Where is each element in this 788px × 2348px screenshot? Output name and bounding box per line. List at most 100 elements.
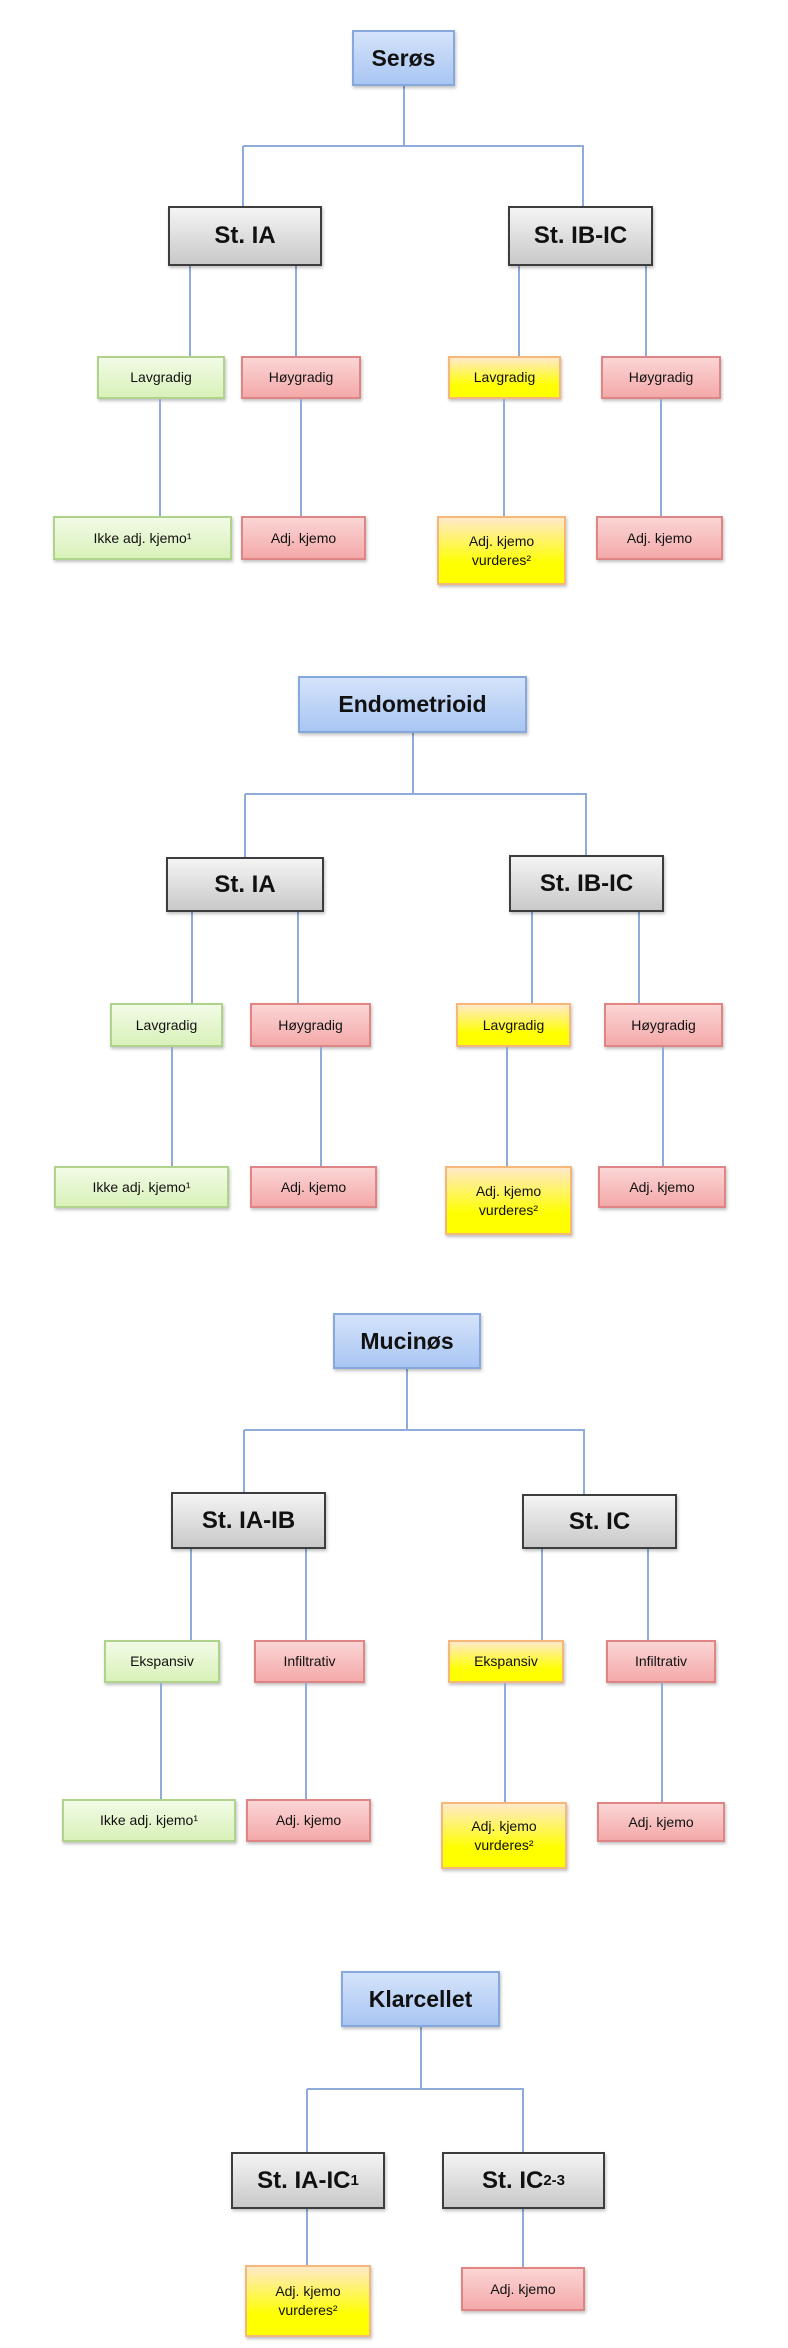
outcome-box: Adj. kjemo vurderes² xyxy=(441,1802,567,1869)
connector-line xyxy=(506,1047,508,1166)
grade-label: Høygradig xyxy=(268,369,334,385)
category-box: Mucinøs xyxy=(333,1313,481,1369)
connector-line xyxy=(583,1430,585,1494)
connector-line xyxy=(189,266,191,356)
outcome-label: Ikke adj. kjemo¹ xyxy=(99,1812,199,1828)
connector-line xyxy=(420,2027,422,2089)
grade-label: Lavgradig xyxy=(135,1016,198,1033)
category-box: Endometrioid xyxy=(298,676,527,733)
connector-line xyxy=(245,793,587,795)
outcome-label: Adj. kjemo xyxy=(490,2280,556,2297)
grade-label: Høygradig xyxy=(631,1016,696,1033)
stage-label: St. IA-IC xyxy=(257,2166,351,2194)
grade-box: Lavgradig xyxy=(448,356,561,399)
connector-line xyxy=(662,1047,664,1166)
grade-label: Høygradig xyxy=(628,369,694,385)
outcome-label: Adj. kjemo xyxy=(629,1178,695,1195)
connector-line xyxy=(300,399,302,516)
outcome-box: Adj. kjemo vurderes² xyxy=(445,1166,572,1235)
stage-subscript: 1 xyxy=(350,2172,359,2189)
connector-line xyxy=(320,1047,322,1166)
connector-line xyxy=(160,1683,162,1799)
connector-line xyxy=(406,1369,408,1430)
connector-line xyxy=(244,1429,585,1431)
grade-box: Høygradig xyxy=(601,356,721,399)
connector-line xyxy=(638,912,640,1003)
connector-line xyxy=(647,1549,649,1640)
outcome-box: Adj. kjemo xyxy=(596,516,723,560)
connector-line xyxy=(244,794,246,857)
stage-label: St. IB-IC xyxy=(533,222,628,249)
connector-line xyxy=(585,794,587,855)
stage-label: St. IA xyxy=(214,870,276,898)
grade-box: Høygradig xyxy=(604,1003,723,1047)
connector-line xyxy=(305,1549,307,1640)
category-title: Klarcellet xyxy=(368,1985,473,2012)
outcome-label: Ikke adj. kjemo¹ xyxy=(93,529,192,546)
stage-box: St. IB-IC xyxy=(508,206,653,266)
connector-line xyxy=(645,266,647,356)
outcome-label: Adj. kjemo vurderes² xyxy=(468,532,535,568)
connector-line xyxy=(403,86,405,146)
connector-line xyxy=(531,912,533,1003)
outcome-label: Adj. kjemo vurderes² xyxy=(471,1817,537,1853)
connector-line xyxy=(541,1549,543,1640)
outcome-box: Adj. kjemo vurderes² xyxy=(245,2265,371,2337)
outcome-box: Adj. kjemo xyxy=(597,1802,725,1842)
outcome-box: Adj. kjemo xyxy=(250,1166,377,1208)
outcome-box: Adj. kjemo xyxy=(241,516,366,560)
outcome-box: Adj. kjemo xyxy=(461,2267,585,2311)
connector-line xyxy=(412,733,414,794)
grade-box: Lavgradig xyxy=(456,1003,571,1047)
outcome-box: Adj. kjemo xyxy=(598,1166,726,1208)
stage-label: St. IC xyxy=(568,1507,631,1535)
connector-line xyxy=(306,2209,308,2265)
connector-line xyxy=(582,146,584,206)
category-title: Mucinøs xyxy=(360,1327,454,1354)
connector-line xyxy=(190,1549,192,1640)
connector-line xyxy=(243,1430,245,1492)
grade-label: Infiltrativ xyxy=(634,1653,688,1669)
connector-line xyxy=(243,145,584,147)
connector-line xyxy=(297,912,299,1003)
grade-box: Høygradig xyxy=(241,356,361,399)
grade-box: Infiltrativ xyxy=(606,1640,716,1683)
outcome-label: Adj. kjemo xyxy=(628,1813,694,1830)
stage-label: St. IB-IC xyxy=(539,869,634,897)
grade-box: Lavgradig xyxy=(110,1003,223,1047)
category-box: Klarcellet xyxy=(341,1971,500,2027)
grade-label: Ekspansiv xyxy=(474,1653,538,1669)
grade-box: Ekspansiv xyxy=(104,1640,220,1683)
connector-line xyxy=(518,266,520,356)
grade-label: Lavgradig xyxy=(130,369,192,385)
grade-label: Lavgradig xyxy=(473,369,536,385)
outcome-box: Ikke adj. kjemo¹ xyxy=(53,516,232,560)
connector-line xyxy=(522,2209,524,2267)
stage-box: St. IA xyxy=(168,206,322,266)
outcome-label: Adj. kjemo vurderes² xyxy=(475,1182,542,1218)
grade-label: Infiltrativ xyxy=(283,1653,336,1669)
grade-box: Ekspansiv xyxy=(448,1640,564,1683)
stage-box: St. IC xyxy=(522,1494,677,1549)
connector-line xyxy=(191,912,193,1003)
outcome-box: Ikke adj. kjemo¹ xyxy=(54,1166,229,1208)
grade-box: Høygradig xyxy=(250,1003,371,1047)
grade-label: Lavgradig xyxy=(482,1016,545,1033)
connector-line xyxy=(305,1683,307,1799)
stage-label: St. IA-IB xyxy=(201,1506,296,1534)
connector-line xyxy=(295,266,297,356)
outcome-label: Adj. kjemo xyxy=(626,529,693,546)
outcome-label: Adj. kjemo xyxy=(270,529,337,546)
connector-line xyxy=(660,399,662,516)
outcome-box: Adj. kjemo vurderes² xyxy=(437,516,566,585)
outcome-label: Adj. kjemo xyxy=(280,1178,347,1195)
connector-line xyxy=(504,1683,506,1802)
connector-line xyxy=(171,1047,173,1166)
connector-line xyxy=(242,146,244,206)
category-title: Serøs xyxy=(371,44,436,71)
category-title: Endometrioid xyxy=(338,691,487,717)
connector-line xyxy=(307,2088,524,2090)
